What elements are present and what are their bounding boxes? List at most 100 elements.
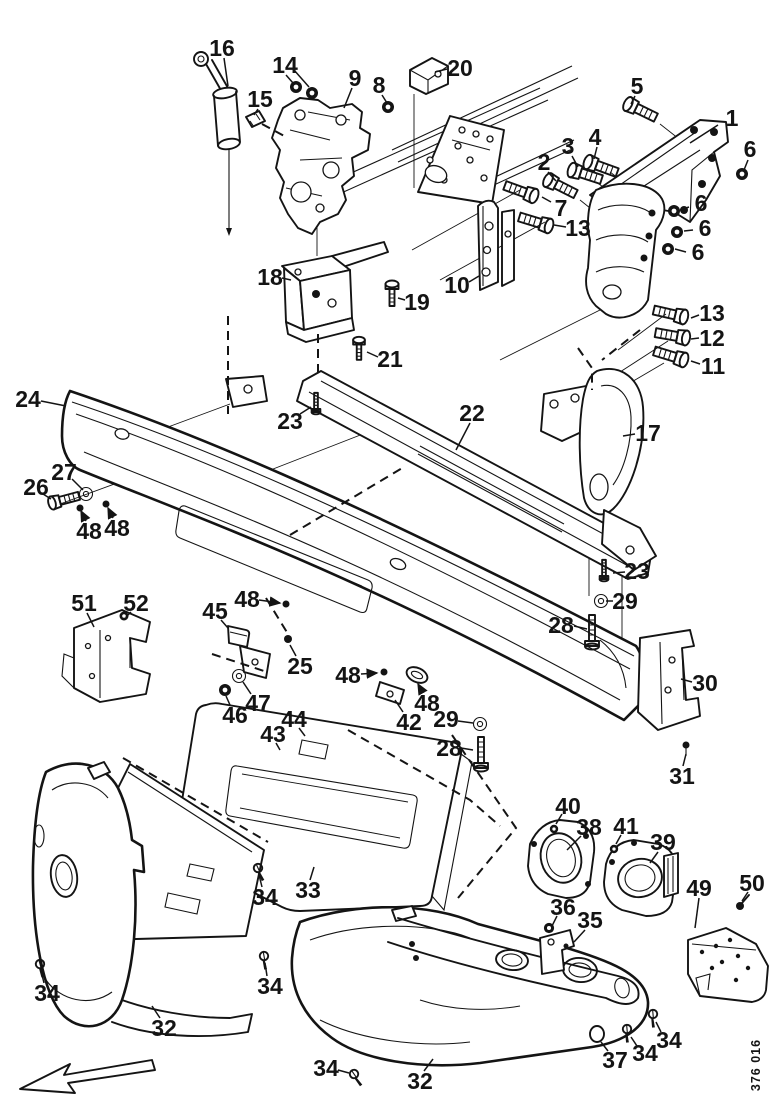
callout-30: 30 (681, 670, 718, 696)
part-21-bolt (352, 335, 366, 361)
callout-18: 18 (257, 264, 291, 290)
part-28-bolt-left (473, 736, 489, 773)
phantom-dashed-lines (123, 124, 640, 898)
callout-label-30: 30 (692, 670, 718, 696)
callout-15: 15 (247, 86, 273, 115)
callout-label-48: 48 (414, 690, 440, 716)
part-41-screw (609, 844, 619, 854)
callout-label-46: 46 (222, 702, 248, 728)
callout-13: 13 (554, 215, 591, 241)
callout-label-29: 29 (433, 706, 459, 732)
callout-label-22: 22 (459, 400, 485, 426)
callout-41: 41 (613, 813, 639, 844)
part-24-bumper-beam (62, 376, 645, 720)
callout-label-15: 15 (247, 86, 273, 112)
part-49-bracket (688, 928, 768, 1002)
callout-label-32: 32 (151, 1015, 177, 1041)
callout-32: 32 (407, 1059, 433, 1094)
callout-label-44: 44 (281, 706, 307, 732)
part-37-grommet (590, 1026, 604, 1042)
callout-label-34: 34 (257, 973, 283, 999)
callout-label-38: 38 (576, 814, 602, 840)
callout-46: 46 (222, 696, 248, 728)
part-51-bracket (62, 610, 150, 702)
callout-16: 16 (209, 35, 235, 86)
callout-44: 44 (281, 706, 307, 736)
callout-3: 3 (562, 133, 578, 167)
callout-48: 48 (335, 662, 379, 688)
callout-48: 48 (76, 509, 102, 544)
callout-label-34: 34 (656, 1027, 682, 1053)
part-13-bolt-right (651, 301, 691, 327)
callout-34: 34 (252, 875, 278, 910)
callout-label-37: 37 (602, 1047, 628, 1073)
callout-label-8: 8 (373, 72, 386, 98)
callout-14: 14 (272, 52, 309, 87)
callout-34: 34 (656, 1022, 682, 1053)
callout-6: 6 (684, 215, 711, 241)
callout-label-12: 12 (699, 325, 725, 351)
callout-label-6: 6 (699, 215, 712, 241)
callout-21: 21 (367, 346, 403, 372)
callout-label-35: 35 (577, 907, 603, 933)
part-47-washer (231, 668, 247, 684)
callout-label-40: 40 (555, 793, 581, 819)
callout-label-2: 2 (538, 149, 551, 175)
part-30-bracket (638, 630, 700, 730)
part-45-clip (228, 626, 270, 678)
callout-38: 38 (567, 814, 602, 850)
callout-26: 26 (23, 474, 51, 500)
part-16-rod (194, 52, 241, 236)
callout-35: 35 (574, 907, 603, 942)
callout-label-14: 14 (272, 52, 298, 78)
part-25-rivet (284, 635, 292, 643)
callout-label-1: 1 (726, 105, 739, 131)
callout-label-31: 31 (669, 763, 695, 789)
callout-45: 45 (202, 598, 228, 628)
callout-1: 1 (690, 105, 739, 143)
callout-label-45: 45 (202, 598, 228, 624)
callout-19: 19 (398, 289, 430, 315)
callout-label-10: 10 (444, 272, 470, 298)
part-13-bolt-center (516, 208, 556, 236)
callout-label-39: 39 (650, 829, 676, 855)
part-11-bolt (651, 342, 691, 370)
callout-label-36: 36 (550, 894, 576, 920)
callout-label-20: 20 (447, 55, 473, 81)
part-29-washer-right (593, 593, 609, 609)
callout-label-34: 34 (632, 1040, 658, 1066)
callout-label-34: 34 (313, 1055, 339, 1081)
callout-label-52: 52 (123, 590, 149, 616)
callout-label-41: 41 (613, 813, 639, 839)
callout-43: 43 (260, 721, 286, 750)
callout-48: 48 (104, 506, 130, 541)
part-10-plate (478, 201, 514, 290)
callout-32: 32 (151, 1006, 177, 1041)
part-12-bolt (653, 324, 693, 348)
part-20-spacer-block (410, 58, 448, 94)
callout-label-5: 5 (631, 73, 644, 99)
callout-8: 8 (373, 72, 387, 103)
callout-11: 11 (691, 353, 725, 379)
callout-9: 9 (344, 65, 361, 108)
callout-label-19: 19 (404, 289, 430, 315)
callout-6: 6 (675, 239, 704, 265)
frame-end-plate (418, 116, 504, 204)
part-26-bolt (45, 488, 82, 512)
callout-label-23: 23 (624, 558, 650, 584)
part-35-bracket (540, 930, 574, 974)
callout-label-48: 48 (335, 662, 361, 688)
callout-29: 29 (433, 706, 473, 732)
callout-22: 22 (456, 400, 485, 450)
part-5-bolt (620, 94, 661, 126)
callout-51: 51 (71, 590, 97, 627)
part-3-bolt (564, 160, 605, 188)
callout-27: 27 (51, 459, 83, 490)
callout-24: 24 (15, 386, 66, 412)
part-18-bracket (282, 242, 388, 342)
callout-label-18: 18 (257, 264, 283, 290)
callout-6: 6 (680, 190, 707, 216)
callout-label-17: 17 (635, 420, 661, 446)
